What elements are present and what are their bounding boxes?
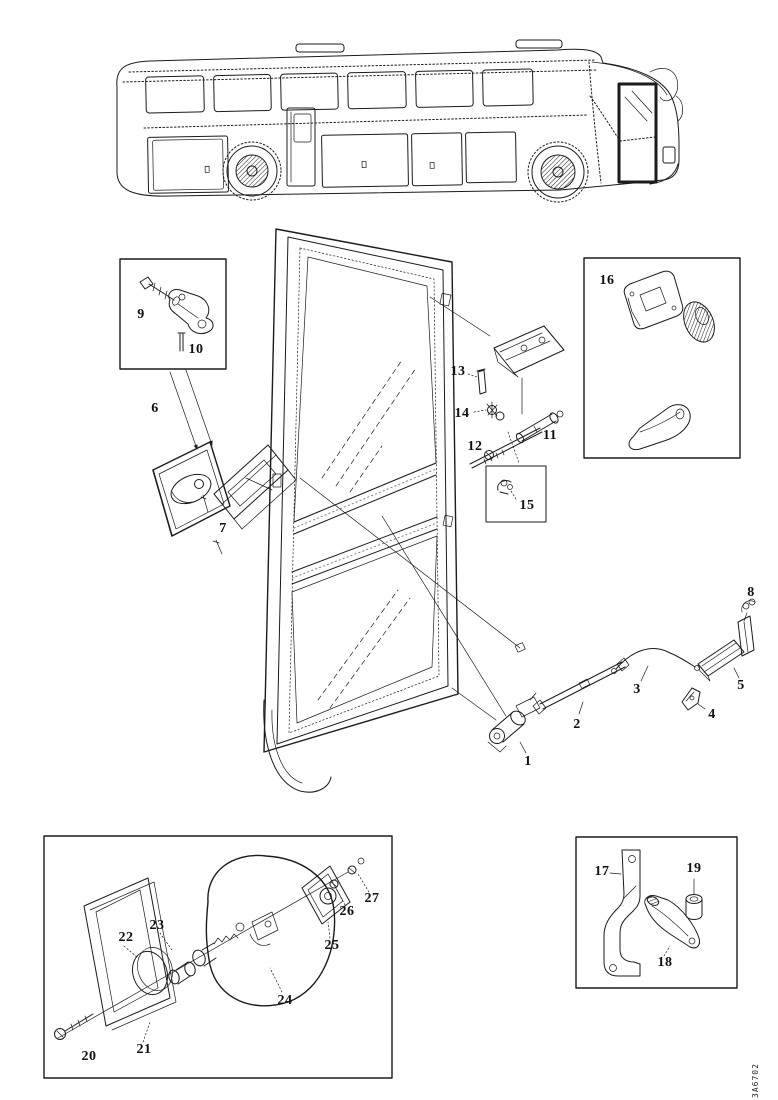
part-callout-17: 17 bbox=[594, 864, 610, 879]
part-16-knob bbox=[678, 297, 721, 347]
part-callout-24: 24 bbox=[277, 993, 293, 1008]
part-callout-27: 27 bbox=[364, 891, 380, 906]
part-24-panel bbox=[206, 855, 334, 1005]
part-12-screw-rod bbox=[470, 428, 542, 468]
part-19-bushing bbox=[686, 879, 702, 920]
part-13-latch bbox=[468, 326, 564, 394]
part-callout-1: 1 bbox=[524, 754, 532, 769]
part-callout-25: 25 bbox=[324, 938, 340, 953]
part-callout-26: 26 bbox=[339, 904, 355, 919]
part-callout-23: 23 bbox=[149, 918, 165, 933]
part-callout-14: 14 bbox=[454, 406, 470, 421]
part-3-cable bbox=[612, 649, 700, 681]
part-16-lock-body bbox=[624, 271, 683, 329]
part-callout-10: 10 bbox=[188, 342, 204, 357]
part-9-bolt bbox=[140, 277, 181, 306]
part-17-strap-bracket bbox=[604, 850, 640, 976]
part-23-spring-set bbox=[167, 923, 244, 985]
part-22-ring bbox=[127, 943, 178, 999]
part-27-screws bbox=[348, 858, 364, 874]
bus-luggage-doors bbox=[148, 131, 517, 193]
inset-box-clip bbox=[486, 466, 546, 522]
part-10-lever bbox=[169, 290, 213, 351]
part-callout-13: 13 bbox=[450, 364, 466, 379]
leader-lines bbox=[170, 297, 525, 720]
rear-wheel bbox=[223, 142, 281, 200]
part-15-clip bbox=[498, 480, 516, 499]
part-callout-11: 11 bbox=[542, 428, 558, 443]
drawing-code: 3A6702 bbox=[751, 1063, 760, 1098]
part-26-screw bbox=[330, 880, 338, 888]
inset-box-handle-set bbox=[584, 258, 740, 458]
part-callout-16: 16 bbox=[599, 273, 615, 288]
part-11-cylinder bbox=[515, 411, 563, 444]
part-callout-18: 18 bbox=[657, 955, 673, 970]
bus-mid-door bbox=[287, 108, 315, 186]
inset-box-outer-handle bbox=[44, 836, 392, 1078]
front-wheel bbox=[528, 142, 588, 202]
part-callout-2: 2 bbox=[573, 717, 581, 732]
bus-windows bbox=[146, 69, 534, 113]
part-16-handle bbox=[629, 405, 690, 450]
part-callout-21: 21 bbox=[136, 1042, 152, 1057]
inset-box-brackets bbox=[576, 837, 737, 988]
part-callout-3: 3 bbox=[633, 682, 641, 697]
door-assembly bbox=[264, 229, 458, 792]
part-callout-20: 20 bbox=[81, 1049, 97, 1064]
part-6-handle-housing bbox=[153, 442, 230, 536]
part-21-frame bbox=[84, 878, 176, 1030]
part-1-lock-cylinder bbox=[488, 693, 540, 753]
part-14-washers bbox=[474, 402, 504, 420]
part-callout-4: 4 bbox=[708, 707, 716, 722]
part-4-bracket bbox=[682, 688, 705, 710]
part-20-screw bbox=[55, 1014, 94, 1040]
part-callout-22: 22 bbox=[118, 930, 134, 945]
bus-front bbox=[589, 62, 683, 184]
part-7-bezel-frame bbox=[213, 445, 296, 554]
part-callout-8: 8 bbox=[747, 585, 755, 600]
part-callout-5: 5 bbox=[737, 678, 745, 693]
part-callout-12: 12 bbox=[467, 439, 483, 454]
part-callout-7: 7 bbox=[219, 521, 227, 536]
part-callout-6: 6 bbox=[151, 401, 159, 416]
part-25-plate bbox=[302, 866, 350, 924]
part-callout-19: 19 bbox=[686, 861, 702, 876]
part-callout-15: 15 bbox=[519, 498, 535, 513]
part-2-rod bbox=[533, 658, 629, 714]
part-5-striker bbox=[698, 640, 744, 681]
highlighted-front-door bbox=[619, 84, 656, 182]
bus-side-view bbox=[117, 40, 683, 202]
part-callout-9: 9 bbox=[137, 307, 145, 322]
part-8-clip bbox=[738, 599, 755, 656]
part-18-lever bbox=[645, 895, 700, 956]
inset-box-lock-screws bbox=[120, 259, 226, 369]
